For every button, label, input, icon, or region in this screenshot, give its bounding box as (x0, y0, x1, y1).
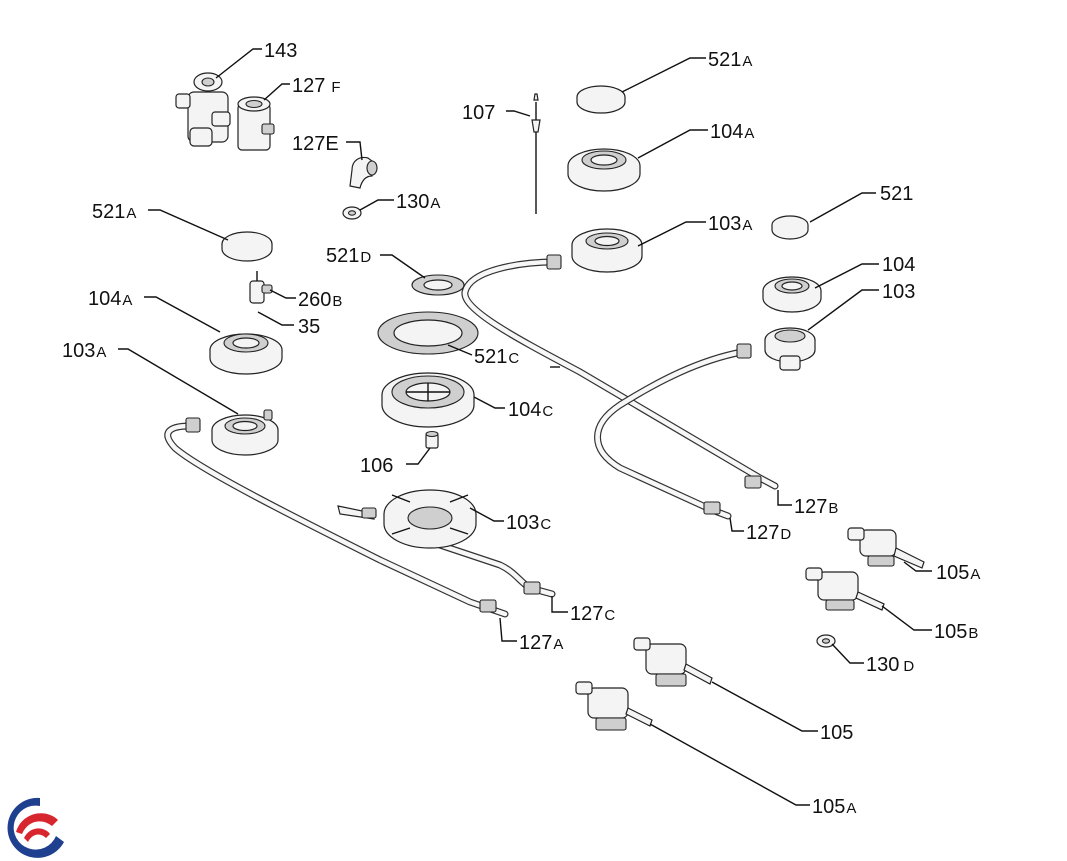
label-103A-top: 103A (708, 213, 752, 235)
burner-base-103A-left (211, 409, 279, 456)
label-143: 143 (264, 40, 297, 62)
label-127C: 127C (570, 603, 615, 625)
gas-connector-143 (175, 72, 231, 147)
leader-lines (118, 48, 932, 806)
label-521A-left: 521A (92, 201, 136, 223)
label-521A-top: 521A (708, 49, 752, 71)
logo-swoosh-blue (7, 797, 64, 858)
flame-spreader-521D (411, 274, 465, 296)
label-260B: 260B (298, 289, 342, 311)
label-127E: 127E (292, 133, 339, 155)
label-521: 521 (880, 183, 913, 205)
label-521D: 521D (326, 245, 371, 267)
gas-tap-105A-right (847, 527, 925, 569)
label-104: 104 (882, 254, 915, 276)
gas-tap-105B (805, 567, 885, 611)
elbow-127E (349, 156, 378, 189)
label-35: 35 (298, 316, 320, 338)
burner-base-103C (337, 489, 477, 549)
gas-tap-105A-bottom (575, 681, 653, 731)
burner-base-103 (764, 327, 816, 371)
label-105A-right: 105A (936, 562, 980, 584)
logo-swoosh-red-inner (24, 828, 50, 842)
label-127B: 127B (794, 496, 838, 518)
gas-tap-105 (633, 637, 713, 687)
logo-swoosh-red (16, 813, 58, 834)
burner-base-103A-top (571, 228, 643, 273)
label-104A-left: 104A (88, 288, 132, 310)
label-105B: 105B (934, 621, 978, 643)
washer-130A (342, 206, 362, 220)
label-127D: 127D (746, 522, 791, 544)
electrode-260B (249, 271, 273, 304)
gas-pipes (164, 254, 779, 618)
label-103: 103 (882, 281, 915, 303)
ring-crown-104C (381, 372, 475, 428)
thermocouple-107 (531, 93, 541, 214)
label-104A-top: 104A (710, 121, 754, 143)
label-103A-left: 103A (62, 340, 106, 362)
label-127A: 127A (519, 632, 563, 654)
label-105A-bottom: 105A (812, 796, 856, 818)
burner-crown-104 (762, 276, 822, 313)
injector-106 (425, 430, 439, 449)
label-103C: 103C (506, 512, 551, 534)
label-104C: 104C (508, 399, 553, 421)
label-107: 107 (462, 102, 495, 124)
ring-cap-521C (377, 311, 479, 355)
burner-cap-521A-left (221, 231, 273, 262)
label-106: 106 (360, 455, 393, 477)
label-130A: 130A (396, 191, 440, 213)
burner-crown-104A-top (567, 148, 641, 192)
brand-logo (7, 797, 64, 858)
washer-130D (816, 634, 836, 648)
burner-cap-521A-top (576, 85, 626, 114)
label-105: 105 (820, 722, 853, 744)
label-521C: 521C (474, 346, 519, 368)
burner-cap-521 (771, 215, 809, 240)
burner-crown-104A-left (209, 333, 283, 375)
adapter-127F (237, 96, 275, 151)
